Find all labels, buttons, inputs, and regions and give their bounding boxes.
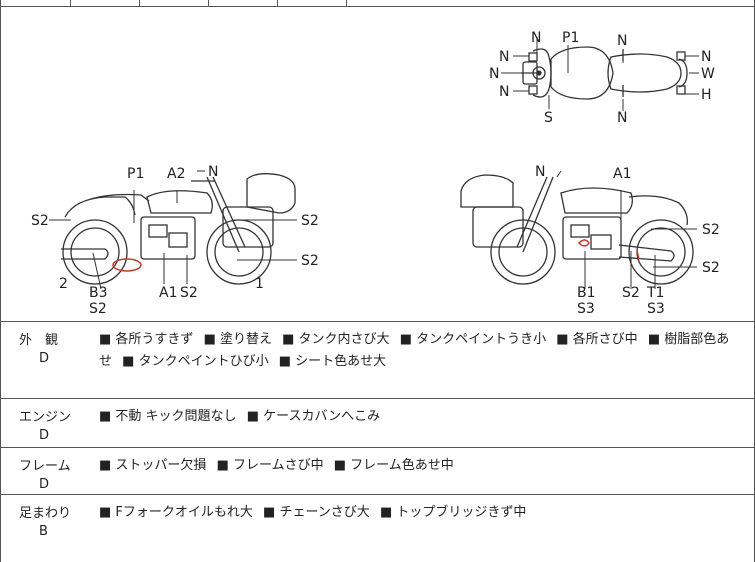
header-cell-divider	[139, 0, 140, 6]
top-label-n-right: N	[701, 49, 711, 65]
left-label-2: 2	[59, 276, 68, 292]
right-view-damage-mark-engine	[577, 239, 590, 247]
condition-item: ■ 不動 キック問題なし	[99, 409, 237, 424]
condition-item: ■ トップブリッジきず中	[379, 505, 527, 520]
right-view-labels: N A1 S2 S2 B1 S3 S2 T1 S3	[535, 164, 720, 317]
condition-label: エンジン	[19, 410, 72, 425]
right-label-b1: B1	[577, 285, 596, 301]
right-label-s2-exhaust: S2	[622, 285, 640, 301]
top-label-n-upper: N	[617, 33, 627, 49]
right-label-s2-lower: S2	[702, 260, 720, 276]
top-label-s: S	[544, 110, 553, 126]
condition-item: ■ 樹脂部色あせ	[99, 332, 730, 369]
motorcycle-damage-diagram: N P1 N N N N S N N W H	[31, 30, 720, 317]
condition-grade: B	[39, 524, 48, 539]
condition-row-frame: フレーム D ■ ストッパー欠損 ■ フレームさび中 ■ フレーム色あせ中	[1, 448, 754, 495]
condition-table: 外 観 D ■ 各所うすきず ■ 塗り替え ■ タンク内さび大 ■ タンクペイン…	[0, 321, 755, 562]
damage-diagram-panel: N P1 N N N N S N N W H	[0, 7, 755, 321]
condition-item: ■ タンクペイントうき小	[399, 332, 547, 347]
header-table-edge	[0, 0, 755, 7]
left-label-s2-front: S2	[301, 253, 319, 269]
condition-item: ■ 塗り替え	[203, 332, 272, 347]
top-view-labels: N P1 N N N N S N N W H	[489, 30, 715, 126]
right-view-leader-lines	[556, 170, 697, 289]
left-label-1: 1	[255, 276, 264, 292]
top-label-n-front: N	[531, 30, 541, 46]
condition-item: ■ タンク内さび大	[282, 332, 390, 347]
left-label-s2-exhaust: S2	[89, 301, 107, 317]
right-view-damage-mark-exhaust	[636, 250, 640, 260]
right-label-s3-engine: S3	[577, 301, 595, 317]
condition-label: フレーム	[19, 459, 71, 474]
right-label-s2-upper: S2	[702, 222, 720, 238]
condition-item: ■ 各所うすきず	[99, 332, 194, 347]
top-label-w: W	[701, 66, 715, 82]
top-view-motorcycle	[521, 46, 688, 100]
left-label-s2-bag: S2	[301, 213, 319, 229]
condition-item: ■ Fフォークオイルもれ大	[99, 505, 253, 520]
left-label-p1: P1	[127, 166, 144, 182]
header-cell-divider	[346, 0, 347, 6]
top-label-h: H	[701, 87, 712, 103]
right-label-t1: T1	[646, 285, 664, 301]
top-label-n-left-top: N	[499, 49, 509, 65]
top-view-leader-lines	[501, 37, 699, 111]
left-label-n: N	[208, 164, 218, 180]
right-label-s3-wheel: S3	[647, 301, 665, 317]
condition-row-exterior: 外 観 D ■ 各所うすきず ■ 塗り替え ■ タンク内さび大 ■ タンクペイン…	[1, 322, 754, 399]
left-label-b3: B3	[89, 285, 108, 301]
condition-item: ■ 各所さび中	[556, 332, 638, 347]
left-label-a2: A2	[167, 166, 185, 182]
header-cell-divider	[277, 0, 278, 6]
condition-item: ■ シート色あせ大	[278, 354, 387, 369]
condition-label: 足まわり	[19, 506, 72, 521]
left-view-motorcycle	[61, 173, 296, 285]
top-label-p1: P1	[562, 30, 579, 46]
condition-item: ■ チェーンさび大	[263, 505, 370, 520]
condition-item: ■ ケースカバンへこみ	[246, 409, 381, 424]
left-label-s2-engine: S2	[180, 285, 198, 301]
condition-item: ■ フレーム色あせ中	[333, 458, 454, 473]
condition-label: 外 観	[19, 333, 59, 348]
condition-item: ■ タンクペイントひび小	[122, 354, 269, 369]
condition-grade: D	[39, 477, 50, 492]
condition-items: ■ 不動 キック問題なし ■ ケースカバンへこみ	[99, 406, 747, 428]
condition-row-suspension: 足まわり B ■ Fフォークオイルもれ大 ■ チェーンさび大 ■ トップブリッジ…	[1, 495, 754, 562]
condition-grade: D	[39, 351, 50, 366]
top-label-n-left-mid: N	[489, 66, 499, 82]
condition-items: ■ Fフォークオイルもれ大 ■ チェーンさび大 ■ トップブリッジきず中	[99, 502, 747, 524]
left-label-s2-rear: S2	[31, 213, 49, 229]
left-label-a1: A1	[159, 285, 177, 301]
condition-item: ■ フレームさび中	[216, 458, 324, 473]
left-view-leader-lines	[49, 170, 297, 290]
right-label-n: N	[535, 164, 545, 180]
top-label-n-left-bottom: N	[499, 84, 509, 100]
condition-item: ■ ストッパー欠損	[99, 458, 207, 473]
left-view-damage-mark	[112, 258, 142, 272]
left-view-labels: P1 A2 N S2 S2 S2 2 1 B3 S2 A1 S2	[31, 164, 319, 317]
condition-items: ■ 各所うすきず ■ 塗り替え ■ タンク内さび大 ■ タンクペイントうき小 ■…	[99, 329, 747, 373]
right-label-a1: A1	[613, 166, 631, 182]
right-view-motorcycle	[460, 174, 694, 285]
header-cell-divider	[208, 0, 209, 6]
condition-grade: D	[39, 428, 50, 443]
condition-items: ■ ストッパー欠損 ■ フレームさび中 ■ フレーム色あせ中	[99, 455, 747, 477]
header-cell-divider	[70, 0, 71, 6]
condition-row-engine: エンジン D ■ 不動 キック問題なし ■ ケースカバンへこみ	[1, 399, 754, 448]
top-label-n-lower: N	[617, 110, 627, 126]
